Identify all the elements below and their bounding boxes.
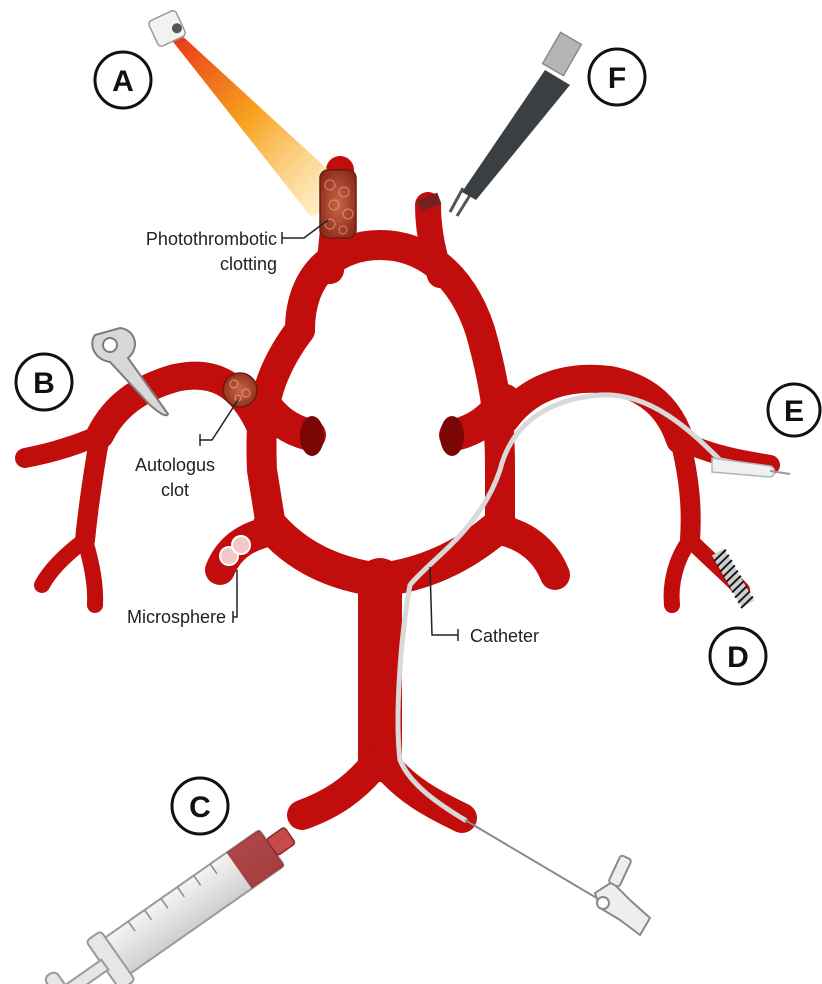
stopcock-icon [465, 820, 650, 935]
syringe-icon [40, 810, 307, 984]
marker-b: B [16, 354, 72, 410]
svg-text:A: A [112, 65, 134, 98]
coil-icon [711, 548, 755, 608]
autologous-clot [223, 373, 257, 407]
marker-e: E [768, 384, 820, 436]
photothrombotic-clot [320, 170, 356, 238]
svg-text:B: B [33, 367, 55, 400]
svg-text:F: F [608, 62, 626, 95]
photothrombotic-label-line2: clotting [220, 254, 277, 274]
marker-a: A [95, 52, 151, 108]
photothrombotic-label-line1: Photothrombotic [146, 229, 277, 249]
autologous-label-line1: Autologus [135, 455, 215, 475]
autologous-label-line2: clot [161, 480, 189, 500]
marker-c: C [172, 778, 228, 834]
photothrombosis-group [148, 9, 356, 238]
svg-text:C: C [189, 791, 211, 824]
marker-d: D [710, 628, 766, 684]
marker-f: F [589, 49, 645, 105]
microsphere-label: Microsphere [127, 607, 226, 627]
svg-text:D: D [727, 641, 749, 674]
catheter-label: Catheter [470, 626, 539, 646]
electrocautery-forceps-icon [417, 32, 582, 216]
svg-text:E: E [784, 395, 804, 428]
